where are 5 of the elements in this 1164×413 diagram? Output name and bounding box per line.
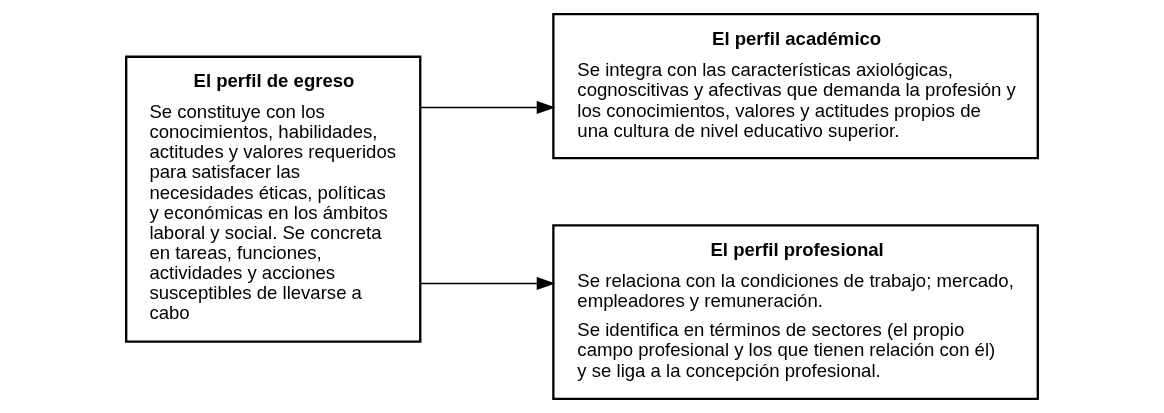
arrow bbox=[420, 277, 556, 290]
node-box: El perfil profesional Se relaciona con la condiciones de trabajo; mercado, empleadores y remuneración. Se identifica en términos de sectores (el propio campo profesional y los que tienen relación con él) y se liga a la concepción profesional. bbox=[552, 224, 1039, 400]
node-box: El perfil de egreso Se constituye con los conocimientos, habilidades, actitudes y valores requeridos para satisfacer las necesidades éticas, políticas y económicas en los ámbitos laboral y social. Se concreta en tareas, funciones, actividades y acciones susceptibles de llevarse a cabo bbox=[125, 55, 422, 343]
node-box: El perfil académico Se integra con las características axiológicas, cognoscitivas y afectivas que demanda la profesión y los conocimientos, valores y actitudes propios de una cultura de nivel educativo superior. bbox=[552, 13, 1039, 160]
arrow bbox=[420, 100, 556, 114]
